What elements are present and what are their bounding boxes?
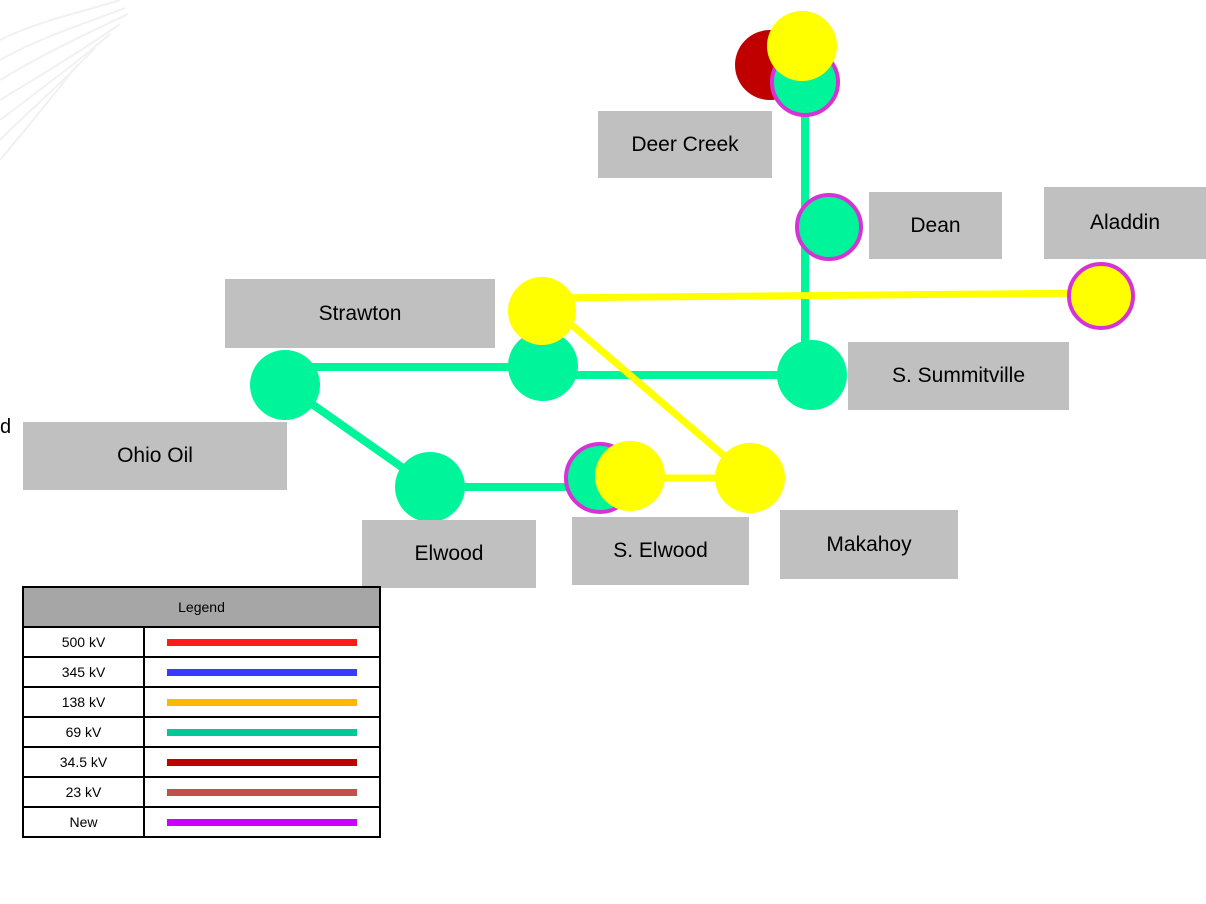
stray-text: d — [0, 416, 12, 438]
legend-row: New — [22, 806, 381, 838]
legend-row: 138 kV — [22, 686, 381, 718]
nodes — [250, 11, 1135, 522]
legend-swatch-500kv — [167, 638, 357, 646]
node-aladdin — [1067, 262, 1135, 330]
legend-header-row: Legend — [22, 586, 381, 628]
label-s-summitville: S. Summitville — [848, 342, 1069, 410]
label-elwood: Elwood — [362, 520, 536, 588]
legend-label: 69 kV — [22, 716, 145, 748]
legend-label: 23 kV — [22, 776, 145, 808]
label-strawton: Strawton — [225, 279, 495, 348]
legend-label: New — [22, 806, 145, 838]
legend-swatch-34-5kv — [167, 758, 357, 766]
node-ohiooil — [250, 350, 320, 420]
line-strawton-aladdin — [541, 289, 1101, 302]
legend-row: 23 kV — [22, 776, 381, 808]
label-ohio-oil: Ohio Oil — [23, 422, 287, 490]
legend-swatch-23kv — [167, 788, 357, 796]
line-strawton-makahoy — [557, 312, 753, 481]
legend-label: 345 kV — [22, 656, 145, 688]
node-makahoy — [715, 443, 785, 513]
legend-swatch-69kv — [167, 728, 357, 736]
label-deer-creek: Deer Creek — [598, 111, 772, 178]
legend-swatch-345kv — [167, 668, 357, 676]
node-summitville — [777, 340, 847, 410]
node-selwood-new — [595, 441, 665, 511]
legend-swatch-138kv — [167, 698, 357, 706]
label-s-elwood: S. Elwood — [572, 517, 749, 585]
label-aladdin: Aladdin — [1044, 187, 1206, 259]
node-strawton-new — [508, 277, 576, 345]
legend-row: 69 kV — [22, 716, 381, 748]
legend-swatch-new — [167, 818, 357, 826]
legend-row: 500 kV — [22, 626, 381, 658]
legend-label: 500 kV — [22, 626, 145, 658]
label-dean: Dean — [869, 192, 1002, 259]
legend-title: Legend — [22, 586, 381, 628]
legend-label: 34.5 kV — [22, 746, 145, 778]
legend-row: 34.5 kV — [22, 746, 381, 778]
watermark-swoosh — [0, 0, 129, 161]
node-dean — [795, 193, 863, 261]
legend-label: 138 kV — [22, 686, 145, 718]
legend-row: 345 kV — [22, 656, 381, 688]
label-makahoy: Makahoy — [780, 510, 958, 579]
node-elwood — [395, 452, 465, 522]
node-deercreek-new — [767, 11, 837, 81]
node-strawton-69 — [508, 331, 578, 401]
legend-table: Legend 500 kV 345 kV 138 kV 69 kV 34.5 k… — [22, 586, 381, 838]
